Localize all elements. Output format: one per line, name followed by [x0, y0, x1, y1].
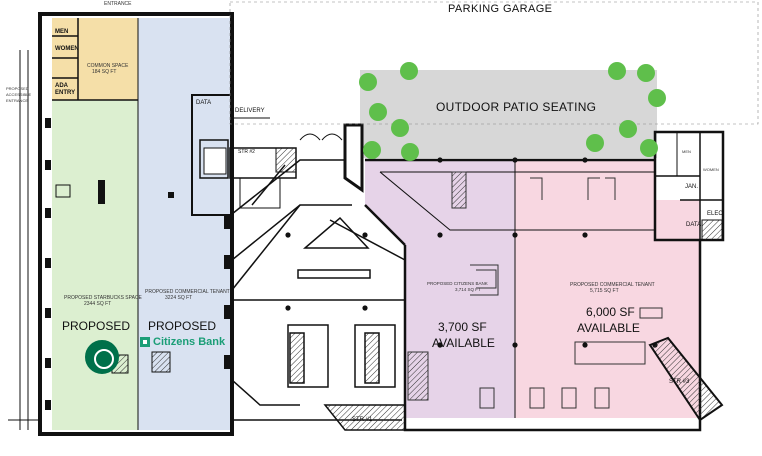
women-small-label: WOMEN: [703, 167, 719, 172]
patio-label: OUTDOOR PATIO SEATING: [436, 100, 597, 114]
starbucks-logo-icon: [85, 340, 119, 374]
proposed-accessible-label: PROPOSED ACCESSIBLE ENTRANCE: [6, 86, 32, 103]
str3-label: STR #3: [669, 379, 690, 385]
right-building-walls: [364, 130, 725, 432]
patio-trees: [359, 62, 666, 161]
str1-label: STR #1: [352, 417, 373, 423]
starbucks-proposed-label: PROPOSED: [62, 319, 131, 333]
mid-sf: 3,714 SQ FT: [455, 287, 481, 292]
data-left-label: DATA: [196, 100, 212, 106]
purple-zone: [365, 160, 515, 418]
citizens-bank-icon: [140, 337, 150, 347]
left-columns: [45, 118, 230, 410]
parking-garage-label: PARKING GARAGE: [448, 3, 553, 15]
entrance-top-label: ENTRANCE: [104, 1, 132, 7]
citizens-proposed-label: PROPOSED: [148, 319, 217, 333]
jan-label: JAN.: [685, 184, 699, 190]
men-small-label: MEN: [682, 149, 691, 154]
left-building-walls: [8, 12, 234, 436]
lobby-walls: [231, 133, 406, 421]
mid-available-sf: 3,700 SF: [438, 320, 487, 334]
citizens-small-label: PROPOSED COMMERCIAL TENANT: [145, 289, 230, 295]
mid-small-label: PROPOSED CITIZENS BANK: [427, 281, 488, 286]
right-available-sf: 6,000 SF: [586, 305, 635, 319]
starbucks-zone: [52, 100, 138, 430]
right-small-label: PROPOSED COMMERCIAL TENANT: [570, 282, 655, 288]
elec-label: ELEC: [707, 211, 723, 217]
right-sf: 5,715 SQ FT: [590, 288, 619, 294]
right-core-hatch: [701, 219, 723, 241]
ada-entry-label: ADA ENTRY: [55, 83, 76, 96]
common-space-label: COMMON SPACE: [87, 63, 129, 69]
patio-zone: [360, 70, 657, 158]
str2-label: STR #2: [238, 149, 255, 155]
right-available-label: AVAILABLE: [577, 321, 640, 335]
starbucks-small-label: PROPOSED STARBUCKS SPACE: [64, 295, 142, 301]
women-label: WOMEN: [55, 46, 79, 52]
data-right-label: DATA: [686, 222, 702, 228]
citizens-sf: 3224 SQ FT: [165, 295, 193, 301]
delivery-label: DELIVERY: [235, 108, 265, 114]
men-label: MEN: [55, 29, 69, 35]
garage-outline: [229, 1, 759, 125]
elevator-shaft: [343, 123, 364, 193]
starbucks-sf: 2344 SQ FT: [84, 301, 112, 307]
mid-available-label: AVAILABLE: [432, 336, 495, 350]
furniture: [407, 171, 663, 409]
citizens-bank-brand: Citizens Bank: [153, 336, 226, 348]
common-space-zone: [52, 18, 138, 100]
common-space-sf: 184 SQ FT: [92, 69, 117, 75]
stair-3: [648, 336, 724, 422]
